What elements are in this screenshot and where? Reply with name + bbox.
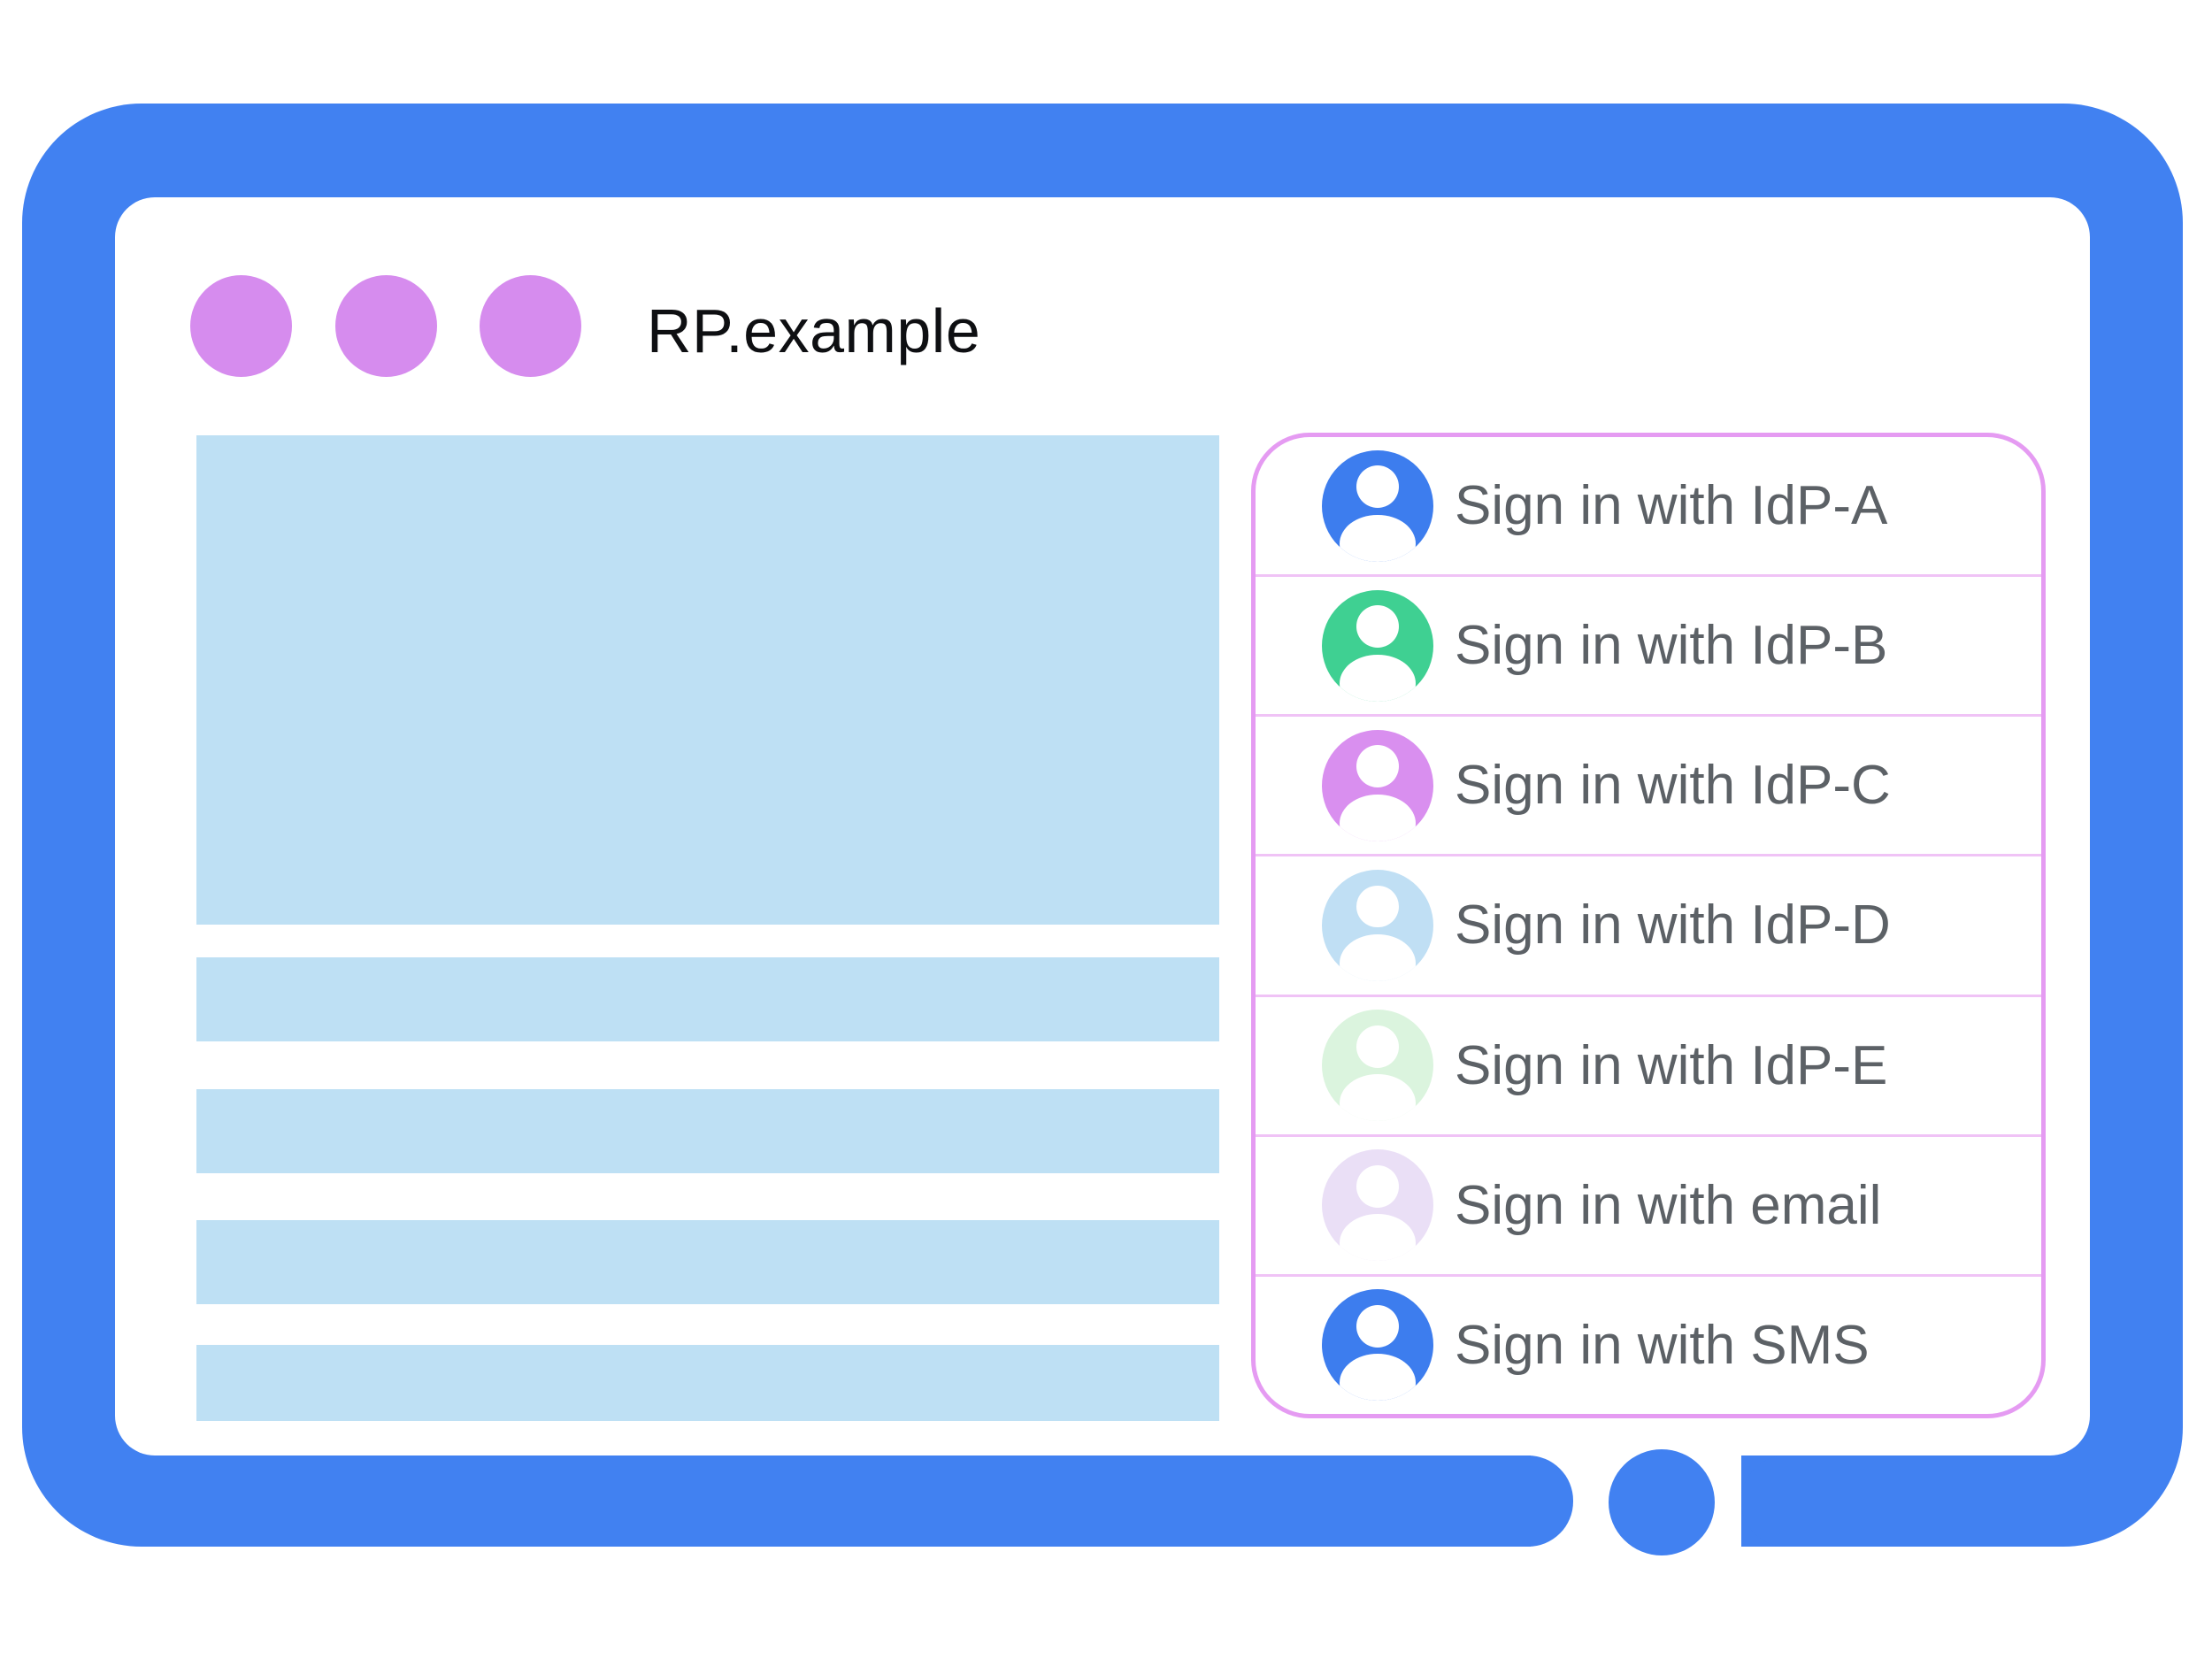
bottom-accent-circle-icon (1609, 1449, 1715, 1555)
signin-option-idp-d[interactable]: Sign in with IdP-D (1256, 856, 2041, 997)
user-avatar-icon (1322, 1149, 1433, 1262)
signin-option-label: Sign in with IdP-A (1455, 475, 1888, 537)
window-control-dot (190, 275, 292, 377)
signin-option-label: Sign in with IdP-C (1455, 755, 1891, 817)
content-placeholder-line (196, 1345, 1219, 1421)
user-avatar-icon (1322, 449, 1433, 562)
signin-option-idp-a[interactable]: Sign in with IdP-A (1256, 437, 2041, 578)
signin-chooser-dialog: Sign in with IdP-A Sign in with IdP-B Si… (1251, 433, 2046, 1418)
content-placeholder-line (196, 957, 1219, 1041)
signin-option-label: Sign in with IdP-B (1455, 615, 1888, 677)
signin-option-idp-c[interactable]: Sign in with IdP-C (1256, 717, 2041, 857)
signin-option-idp-e[interactable]: Sign in with IdP-E (1256, 997, 2041, 1137)
signin-option-sms[interactable]: Sign in with SMS (1256, 1277, 2041, 1414)
signin-option-idp-b[interactable]: Sign in with IdP-B (1256, 577, 2041, 718)
user-avatar-icon (1322, 1289, 1433, 1402)
user-avatar-icon (1322, 1010, 1433, 1122)
content-placeholder-line (196, 1089, 1219, 1173)
user-avatar-icon (1322, 869, 1433, 981)
window-control-dot (335, 275, 437, 377)
window-control-dot (480, 275, 581, 377)
signin-option-label: Sign in with email (1455, 1174, 1882, 1236)
signin-option-email[interactable]: Sign in with email (1256, 1137, 2041, 1277)
bottom-bar-left-cap (1483, 1455, 1573, 1547)
bottom-bar-right-cap (1741, 1455, 1832, 1547)
user-avatar-icon (1322, 589, 1433, 702)
site-title: RP.example (647, 296, 981, 365)
content-placeholder-hero (196, 435, 1219, 925)
signin-option-label: Sign in with SMS (1455, 1314, 1870, 1376)
user-avatar-icon (1322, 729, 1433, 841)
content-placeholder-line (196, 1220, 1219, 1304)
signin-option-label: Sign in with IdP-E (1455, 1034, 1888, 1096)
signin-option-label: Sign in with IdP-D (1455, 895, 1891, 956)
